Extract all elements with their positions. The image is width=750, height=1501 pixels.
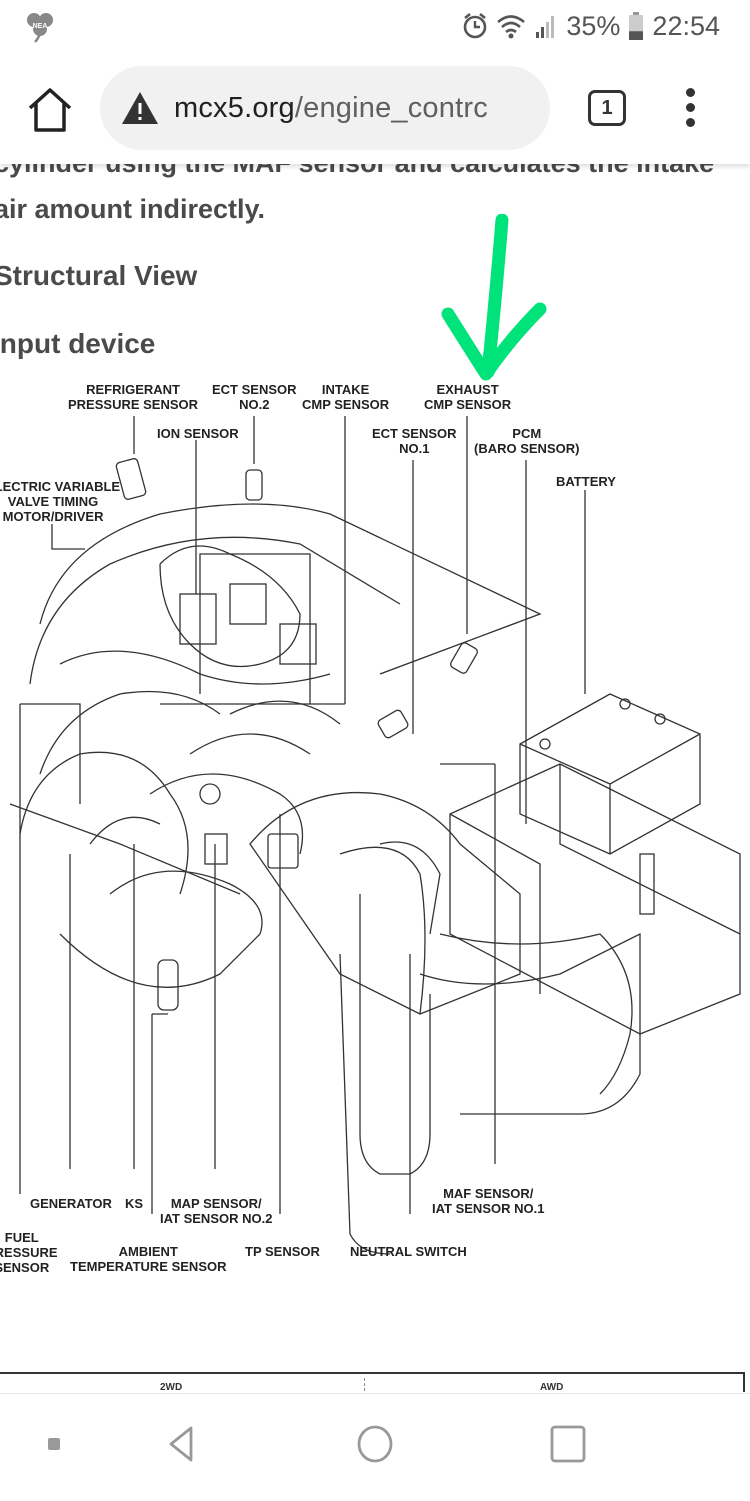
url-domain: mcx5.org	[174, 91, 295, 124]
wifi-icon	[497, 15, 526, 39]
label-ion-sensor: ION SENSOR	[157, 426, 239, 441]
page-content: cylinder using the MAF sensor and calcul…	[0, 164, 750, 1392]
url-path: /engine_contrc	[294, 91, 488, 124]
recents-dot-icon[interactable]	[34, 1424, 74, 1464]
heading-input-device: Input device	[0, 328, 156, 359]
label-neutral-switch: NEUTRAL SWITCH	[350, 1244, 467, 1259]
label-ks: KS	[125, 1196, 144, 1211]
label-pcm-baro-sensor: PCM(BARO SENSOR)	[474, 426, 580, 456]
battery-percent: 35%	[566, 10, 621, 41]
tab-switcher-button[interactable]: 1	[588, 90, 626, 126]
paragraph-cut-text: cylinder using the MAF sensor and calcul…	[0, 164, 714, 179]
android-nav-bar	[0, 1393, 750, 1501]
table-col-awd: AWD	[540, 1382, 564, 1392]
url-text[interactable]: mcx5.org/engine_contrc	[174, 92, 488, 125]
table-col-2wd: 2WD	[160, 1382, 183, 1392]
back-icon[interactable]	[163, 1424, 203, 1464]
label-tp-sensor: TP SENSOR	[245, 1244, 320, 1259]
overview-square-icon[interactable]	[548, 1424, 588, 1464]
nea-shamrock-icon: NEA	[27, 13, 53, 43]
clock: 22:54	[652, 10, 720, 41]
browser-toolbar: mcx5.org/engine_contrc 1	[0, 52, 750, 164]
label-maf-sensor: MAF SENSOR/IAT SENSOR NO.1	[432, 1186, 545, 1216]
paragraph-text: air amount indirectly.	[0, 194, 266, 224]
label-map-sensor: MAP SENSOR/IAT SENSOR NO.2	[160, 1196, 273, 1226]
alarm-icon	[464, 12, 487, 39]
heading-structural-view: Structural View	[0, 260, 198, 291]
svg-text:NEA: NEA	[33, 23, 48, 30]
status-bar: NEA 35% 22:54	[0, 0, 750, 52]
engine-line-drawing	[9, 416, 741, 1255]
label-generator: GENERATOR	[30, 1196, 112, 1211]
signal-icon	[536, 16, 555, 38]
home-circle-icon[interactable]	[355, 1424, 395, 1464]
warning-triangle-icon[interactable]	[120, 90, 160, 126]
battery-icon	[629, 12, 644, 40]
table-divider	[364, 1378, 365, 1392]
tab-count: 1	[601, 96, 613, 119]
label-fuel-pressure-sensor: FUELPRESSURESENSOR	[0, 1230, 58, 1275]
home-icon[interactable]	[24, 86, 76, 134]
label-battery: BATTERY	[556, 474, 616, 489]
url-bar[interactable]: mcx5.org/engine_contrc	[100, 66, 550, 150]
more-vert-icon[interactable]	[680, 88, 700, 132]
vehicle-table-header: 2WD AWD	[0, 1372, 745, 1392]
green-arrow-annotation	[441, 214, 547, 381]
